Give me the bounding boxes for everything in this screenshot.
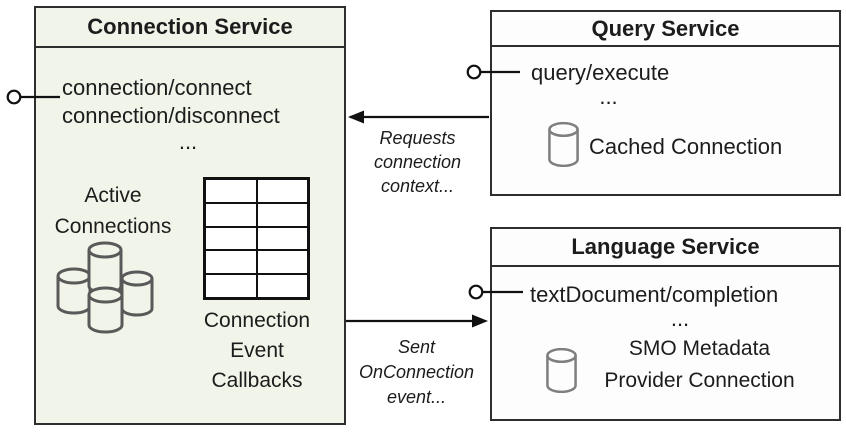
callbacks-line3: Callbacks: [211, 369, 303, 392]
callback-table-icon: [203, 177, 310, 300]
active-connections-line2: Connections: [54, 215, 172, 238]
connection-service-box: Connection Service connection/connect co…: [34, 6, 346, 425]
table-cell: [205, 179, 257, 203]
sent-line1: Sent: [397, 337, 436, 357]
table-cell: [256, 226, 308, 251]
smo-metadata-provider-label: SMO Metadata Provider Connection: [587, 333, 812, 397]
table-cell: [205, 250, 257, 275]
provider-line1: SMO Metadata: [628, 337, 771, 360]
active-connections-label: Active Connections: [40, 180, 186, 242]
method-query-execute: query/execute: [531, 60, 670, 85]
table-cell: [205, 274, 257, 298]
sent-onconnection-arrow: [346, 314, 488, 328]
callbacks-line1: Connection: [203, 309, 311, 332]
sent-line3: event...: [386, 387, 447, 407]
connection-event-callbacks-label: Connection Event Callbacks: [201, 306, 313, 396]
language-methods-list: textDocument/completion ...: [530, 282, 830, 331]
callbacks-line2: Event: [230, 339, 284, 362]
connection-service-title: Connection Service: [36, 8, 344, 48]
table-cell: [205, 226, 257, 251]
query-service-box: Query Service query/execute ... Cached C…: [490, 10, 841, 196]
query-ellipsis: ...: [599, 84, 618, 109]
requests-line3: context...: [380, 176, 455, 196]
language-service-box: Language Service textDocument/completion…: [490, 227, 841, 421]
method-connection-connect: connection/connect: [62, 75, 252, 100]
table-cell: [256, 179, 308, 203]
database-cylinder-icon: [546, 348, 577, 393]
requests-connection-context-annotation: Requests connection context...: [345, 126, 490, 198]
arrowhead-right-icon: [472, 314, 488, 328]
provider-line2: Provider Connection: [604, 369, 795, 392]
query-methods-list: query/execute ...: [531, 60, 686, 109]
table-cell: [256, 274, 308, 298]
requests-connection-arrow: [348, 110, 489, 124]
active-connections-line1: Active: [84, 184, 142, 207]
requests-line2: connection: [373, 152, 462, 172]
sent-line2: OnConnection: [358, 362, 475, 382]
table-cell: [256, 250, 308, 275]
requests-line1: Requests: [379, 128, 456, 148]
method-textdocument-completion: textDocument/completion: [530, 282, 779, 307]
arrowhead-left-icon: [348, 110, 364, 124]
language-ellipsis: ...: [670, 306, 690, 331]
connection-methods-list: connection/connect connection/disconnect…: [62, 74, 314, 154]
query-service-title: Query Service: [492, 12, 839, 47]
table-cell: [256, 202, 308, 227]
database-cylinder-icon: [548, 122, 579, 167]
method-connection-disconnect: connection/disconnect: [62, 103, 280, 128]
table-cell: [205, 202, 257, 227]
active-connections-cylinders-icon: [56, 241, 154, 334]
cached-connection-label: Cached Connection: [589, 134, 783, 159]
methods-ellipsis: ...: [178, 129, 198, 154]
language-service-title: Language Service: [492, 229, 839, 267]
sent-onconnection-event-annotation: Sent OnConnection event...: [344, 335, 489, 410]
